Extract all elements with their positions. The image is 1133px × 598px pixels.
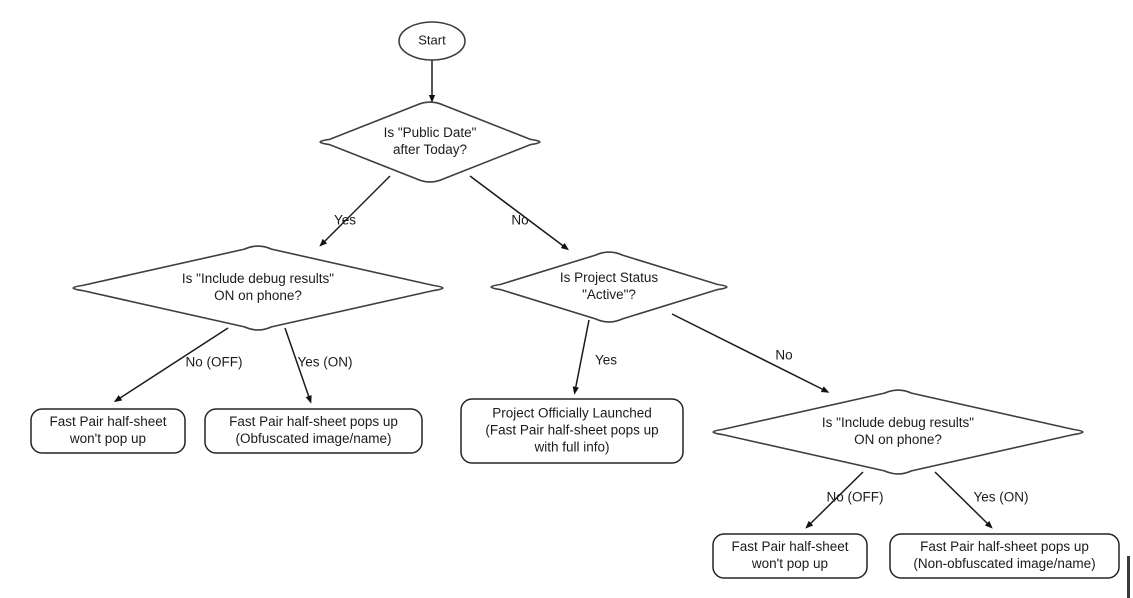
edge-project-status-no-line: [671, 313, 830, 393]
start: Start: [398, 21, 466, 61]
start-line-0: Start: [418, 32, 446, 47]
outcome-right-off-shape: [712, 533, 868, 579]
edge-debug-right-yes-on: Yes (ON): [934, 471, 1029, 529]
decision-public-date-line-0: Is "Public Date": [384, 125, 477, 140]
nodes-layer: Start Is "Public Date" after Today? Is "Inc…: [30, 21, 1120, 579]
edge-debug-right-no-off-line: [805, 471, 864, 529]
edge-public-date-no: No: [469, 175, 570, 251]
outcome-left-off-shape: [30, 408, 186, 454]
edge-project-status-yes-line: [572, 319, 590, 395]
outcome-launched: Project Officially Launched (Fast Pair ha…: [460, 398, 684, 464]
edge-public-date-yes-label: Yes: [334, 213, 356, 228]
edge-debug-left-yes-on-line: [284, 327, 312, 404]
outcome-launched-line-1: (Fast Pair half-sheet pops up: [485, 423, 658, 438]
outcome-launched-line-2: with full info): [533, 440, 609, 455]
edge-public-date-no-line: [469, 175, 570, 251]
outcome-right-on-line-1: (Non-obfuscated image/name): [913, 556, 1095, 571]
outcome-left-off-line-1: won't pop up: [69, 431, 146, 446]
edge-debug-left-yes-on-label: Yes (ON): [297, 355, 352, 370]
decision-debug-right-line-1: ON on phone?: [854, 432, 942, 447]
decision-public-date: Is "Public Date" after Today?: [319, 101, 541, 183]
decision-debug-left-line-0: Is "Include debug results": [182, 271, 334, 286]
edge-debug-right-yes-on-label: Yes (ON): [973, 490, 1028, 505]
edge-project-status-yes: Yes: [572, 319, 617, 395]
right-edge-artifact: [1127, 556, 1130, 598]
outcome-right-on-line-0: Fast Pair half-sheet pops up: [920, 539, 1089, 554]
outcome-left-off-line-0: Fast Pair half-sheet: [49, 414, 166, 429]
outcome-left-on: Fast Pair half-sheet pops up (Obfuscated …: [204, 408, 423, 454]
decision-debug-right-shape: [712, 389, 1084, 475]
decision-public-date-line-1: after Today?: [393, 142, 467, 157]
decision-project-status-line-1: "Active"?: [582, 287, 636, 302]
outcome-launched-line-0: Project Officially Launched: [492, 406, 652, 421]
outcome-launched-shape: [460, 398, 684, 464]
edge-debug-right-no-off: No (OFF): [805, 471, 884, 529]
outcome-left-on-line-0: Fast Pair half-sheet pops up: [229, 414, 398, 429]
start-shape: [398, 21, 466, 61]
edge-debug-right-yes-on-line: [934, 471, 993, 529]
edge-project-status-no: No: [671, 313, 830, 393]
edge-public-date-no-label: No: [511, 213, 528, 228]
outcome-right-off: Fast Pair half-sheet won't pop up: [712, 533, 868, 579]
outcome-left-on-shape: [204, 408, 423, 454]
edge-public-date-yes: Yes: [319, 175, 391, 247]
edge-debug-right-no-off-label: No (OFF): [827, 490, 884, 505]
decision-public-date-shape: [319, 101, 541, 183]
outcome-right-on-shape: [889, 533, 1120, 579]
decision-debug-left: Is "Include debug results" ON on phone?: [72, 245, 444, 331]
decision-project-status-line-0: Is Project Status: [560, 270, 659, 285]
edge-debug-left-yes-on: Yes (ON): [284, 327, 353, 404]
edge-debug-left-no-off-label: No (OFF): [186, 355, 243, 370]
decision-debug-right-line-0: Is "Include debug results": [822, 415, 974, 430]
outcome-left-on-line-1: (Obfuscated image/name): [235, 431, 391, 446]
outcome-left-off: Fast Pair half-sheet won't pop up: [30, 408, 186, 454]
decision-debug-left-line-1: ON on phone?: [214, 288, 302, 303]
edge-debug-left-no-off: No (OFF): [113, 327, 243, 403]
decision-project-status: Is Project Status "Active"?: [490, 251, 728, 323]
edge-debug-left-no-off-line: [113, 327, 229, 403]
edge-project-status-yes-label: Yes: [595, 353, 617, 368]
edge-public-date-yes-line: [319, 175, 391, 247]
decision-debug-right: Is "Include debug results" ON on phone?: [712, 389, 1084, 475]
outcome-right-on: Fast Pair half-sheet pops up (Non-obfusca…: [889, 533, 1120, 579]
outcome-right-off-line-1: won't pop up: [751, 556, 828, 571]
edge-project-status-no-label: No: [775, 348, 792, 363]
outcome-right-off-line-0: Fast Pair half-sheet: [731, 539, 848, 554]
decision-project-status-shape: [490, 251, 728, 323]
decision-debug-left-shape: [72, 245, 444, 331]
